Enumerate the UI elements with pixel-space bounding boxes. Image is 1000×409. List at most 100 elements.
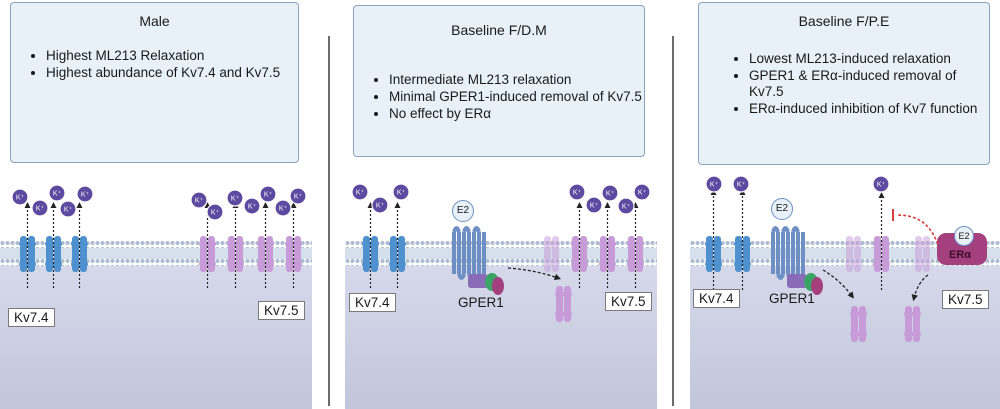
bullet-item: Minimal GPER1-induced removal of Kv7.5	[389, 89, 649, 105]
potassium-ion-label: K⁺	[64, 207, 73, 214]
summary-box-baseline-dm: Baseline F/D.M Intermediate ML213 relaxa…	[353, 5, 645, 157]
potassium-ion-label: K⁺	[590, 203, 599, 210]
e2-ligand-era: E2	[954, 226, 974, 246]
potassium-ion-label: K⁺	[573, 190, 582, 197]
potassium-ion-label: K⁺	[397, 190, 406, 197]
gper1-label-pe: GPER1	[769, 291, 815, 306]
potassium-ion: K⁺	[289, 187, 307, 205]
divider-right	[672, 36, 674, 406]
potassium-ion: K⁺	[243, 197, 261, 215]
gper1-label-dm: GPER1	[458, 295, 504, 310]
bullet-item: ERα-induced inhibition of Kv7 function	[749, 101, 984, 117]
kv75-channel	[227, 236, 244, 272]
potassium-ion: K⁺	[585, 196, 603, 214]
kv75-channel-internalized	[845, 236, 862, 272]
kv74-label-male: Kv7.4	[8, 308, 55, 327]
kv74-channel	[19, 236, 36, 272]
panel-title: Baseline F/P.E	[798, 13, 890, 29]
potassium-ion-label: K⁺	[356, 190, 365, 197]
era-label: ERα	[949, 249, 972, 261]
bullet-list: Lowest ML213-induced relaxation GPER1 & …	[731, 51, 984, 118]
potassium-ion-label: K⁺	[264, 192, 273, 199]
potassium-ion: K⁺	[392, 183, 410, 201]
summary-box-male: Male Highest ML213 Relaxation Highest ab…	[10, 2, 299, 163]
potassium-ion-label: K⁺	[279, 206, 288, 213]
kv75-label-pe: Kv7.5	[942, 290, 989, 309]
potassium-ion-label: K⁺	[36, 206, 45, 213]
potassium-ion: K⁺	[617, 197, 635, 215]
potassium-ion: K⁺	[371, 196, 389, 214]
membrane-male	[0, 241, 312, 409]
summary-box-baseline-pe: Baseline F/P.E Lowest ML213-induced rela…	[698, 2, 990, 165]
kv75-channel	[873, 236, 890, 272]
potassium-ion: K⁺	[732, 175, 750, 193]
bullet-list: Intermediate ML213 relaxation Minimal GP…	[371, 72, 649, 123]
divider-left	[328, 36, 330, 406]
potassium-ion: K⁺	[633, 183, 651, 201]
kv75-channel-endocytosed	[850, 306, 867, 342]
bullet-item: Highest abundance of Kv7.4 and Kv7.5	[46, 65, 306, 81]
bullet-item: GPER1 & ERα-induced removal of Kv7.5	[749, 68, 984, 100]
potassium-ion-label: K⁺	[710, 182, 719, 189]
kv74-label-pe: Kv7.4	[693, 289, 740, 308]
inhibition-arrow	[892, 209, 939, 245]
potassium-ion-label: K⁺	[248, 204, 257, 211]
potassium-ion-label: K⁺	[606, 191, 615, 198]
potassium-ion-label: K⁺	[294, 194, 303, 201]
kv75-label-dm: Kv7.5	[605, 292, 652, 311]
potassium-ion: K⁺	[31, 199, 49, 217]
kv74-label-dm: Kv7.4	[349, 293, 396, 312]
potassium-ion: K⁺	[601, 184, 619, 202]
bullet-item: Lowest ML213-induced relaxation	[749, 51, 984, 67]
bullet-item: Intermediate ML213 relaxation	[389, 72, 649, 88]
ion-channels	[19, 236, 931, 342]
potassium-ion-label: K⁺	[16, 195, 25, 202]
kv74-channel	[734, 236, 751, 272]
potassium-ion: K⁺	[568, 183, 586, 201]
kv75-channel	[199, 236, 216, 272]
potassium-ion-label: K⁺	[53, 191, 62, 198]
kv75-channel-internalized	[914, 236, 931, 272]
potassium-ion: K⁺	[226, 189, 244, 207]
potassium-ion: K⁺	[190, 191, 208, 209]
membrane-baseline-pe	[690, 241, 1000, 409]
kv75-channel-endocytosed	[555, 286, 572, 322]
kv74-channel	[362, 236, 379, 272]
potassium-ion-label: K⁺	[211, 210, 220, 217]
potassium-ions: K⁺ K⁺ K⁺ K⁺ K⁺ K⁺ K⁺ K⁺ K⁺ K⁺ K⁺ K⁺ K⁺ K⁺ K⁺ K⁺ K⁺ K⁺ K⁺ K⁺…	[11, 175, 890, 221]
bullet-item: No effect by ERα	[389, 106, 649, 122]
e2-ligand-pe: E2	[771, 198, 793, 220]
potassium-ion-label: K⁺	[737, 182, 746, 189]
bullet-list: Highest ML213 Relaxation Highest abundan…	[28, 48, 306, 82]
potassium-ion: K⁺	[206, 203, 224, 221]
era-receptor	[937, 233, 987, 265]
gper1-receptor-dm	[452, 226, 504, 295]
potassium-ion: K⁺	[351, 183, 369, 201]
kv74-channel	[45, 236, 62, 272]
potassium-ion-label: K⁺	[81, 192, 90, 199]
kv75-channel-endocytosed	[904, 306, 921, 342]
potassium-ion: K⁺	[274, 199, 292, 217]
kv75-channel	[285, 236, 302, 272]
kv75-label-male: Kv7.5	[258, 301, 305, 320]
potassium-ion-label: K⁺	[231, 196, 240, 203]
potassium-ion: K⁺	[259, 185, 277, 203]
potassium-ion-label: K⁺	[638, 190, 647, 197]
potassium-ion-label: K⁺	[877, 182, 886, 189]
potassium-ion: K⁺	[59, 200, 77, 218]
potassium-ion-label: K⁺	[622, 204, 631, 211]
potassium-ion: K⁺	[705, 175, 723, 193]
e2-ligand-dm: E2	[452, 200, 474, 222]
potassium-ion: K⁺	[76, 185, 94, 203]
potassium-ion-label: K⁺	[376, 203, 385, 210]
potassium-ion-label: K⁺	[195, 198, 204, 205]
gper1-receptor-pe	[771, 226, 823, 295]
kv75-channel-internalized	[543, 236, 560, 272]
flux-arrows	[24, 189, 885, 290]
potassium-ion: K⁺	[48, 184, 66, 202]
panel-title: Male	[139, 13, 170, 29]
bullet-item: Highest ML213 Relaxation	[46, 48, 306, 64]
potassium-ion: K⁺	[11, 188, 29, 206]
potassium-ion: K⁺	[872, 175, 890, 193]
